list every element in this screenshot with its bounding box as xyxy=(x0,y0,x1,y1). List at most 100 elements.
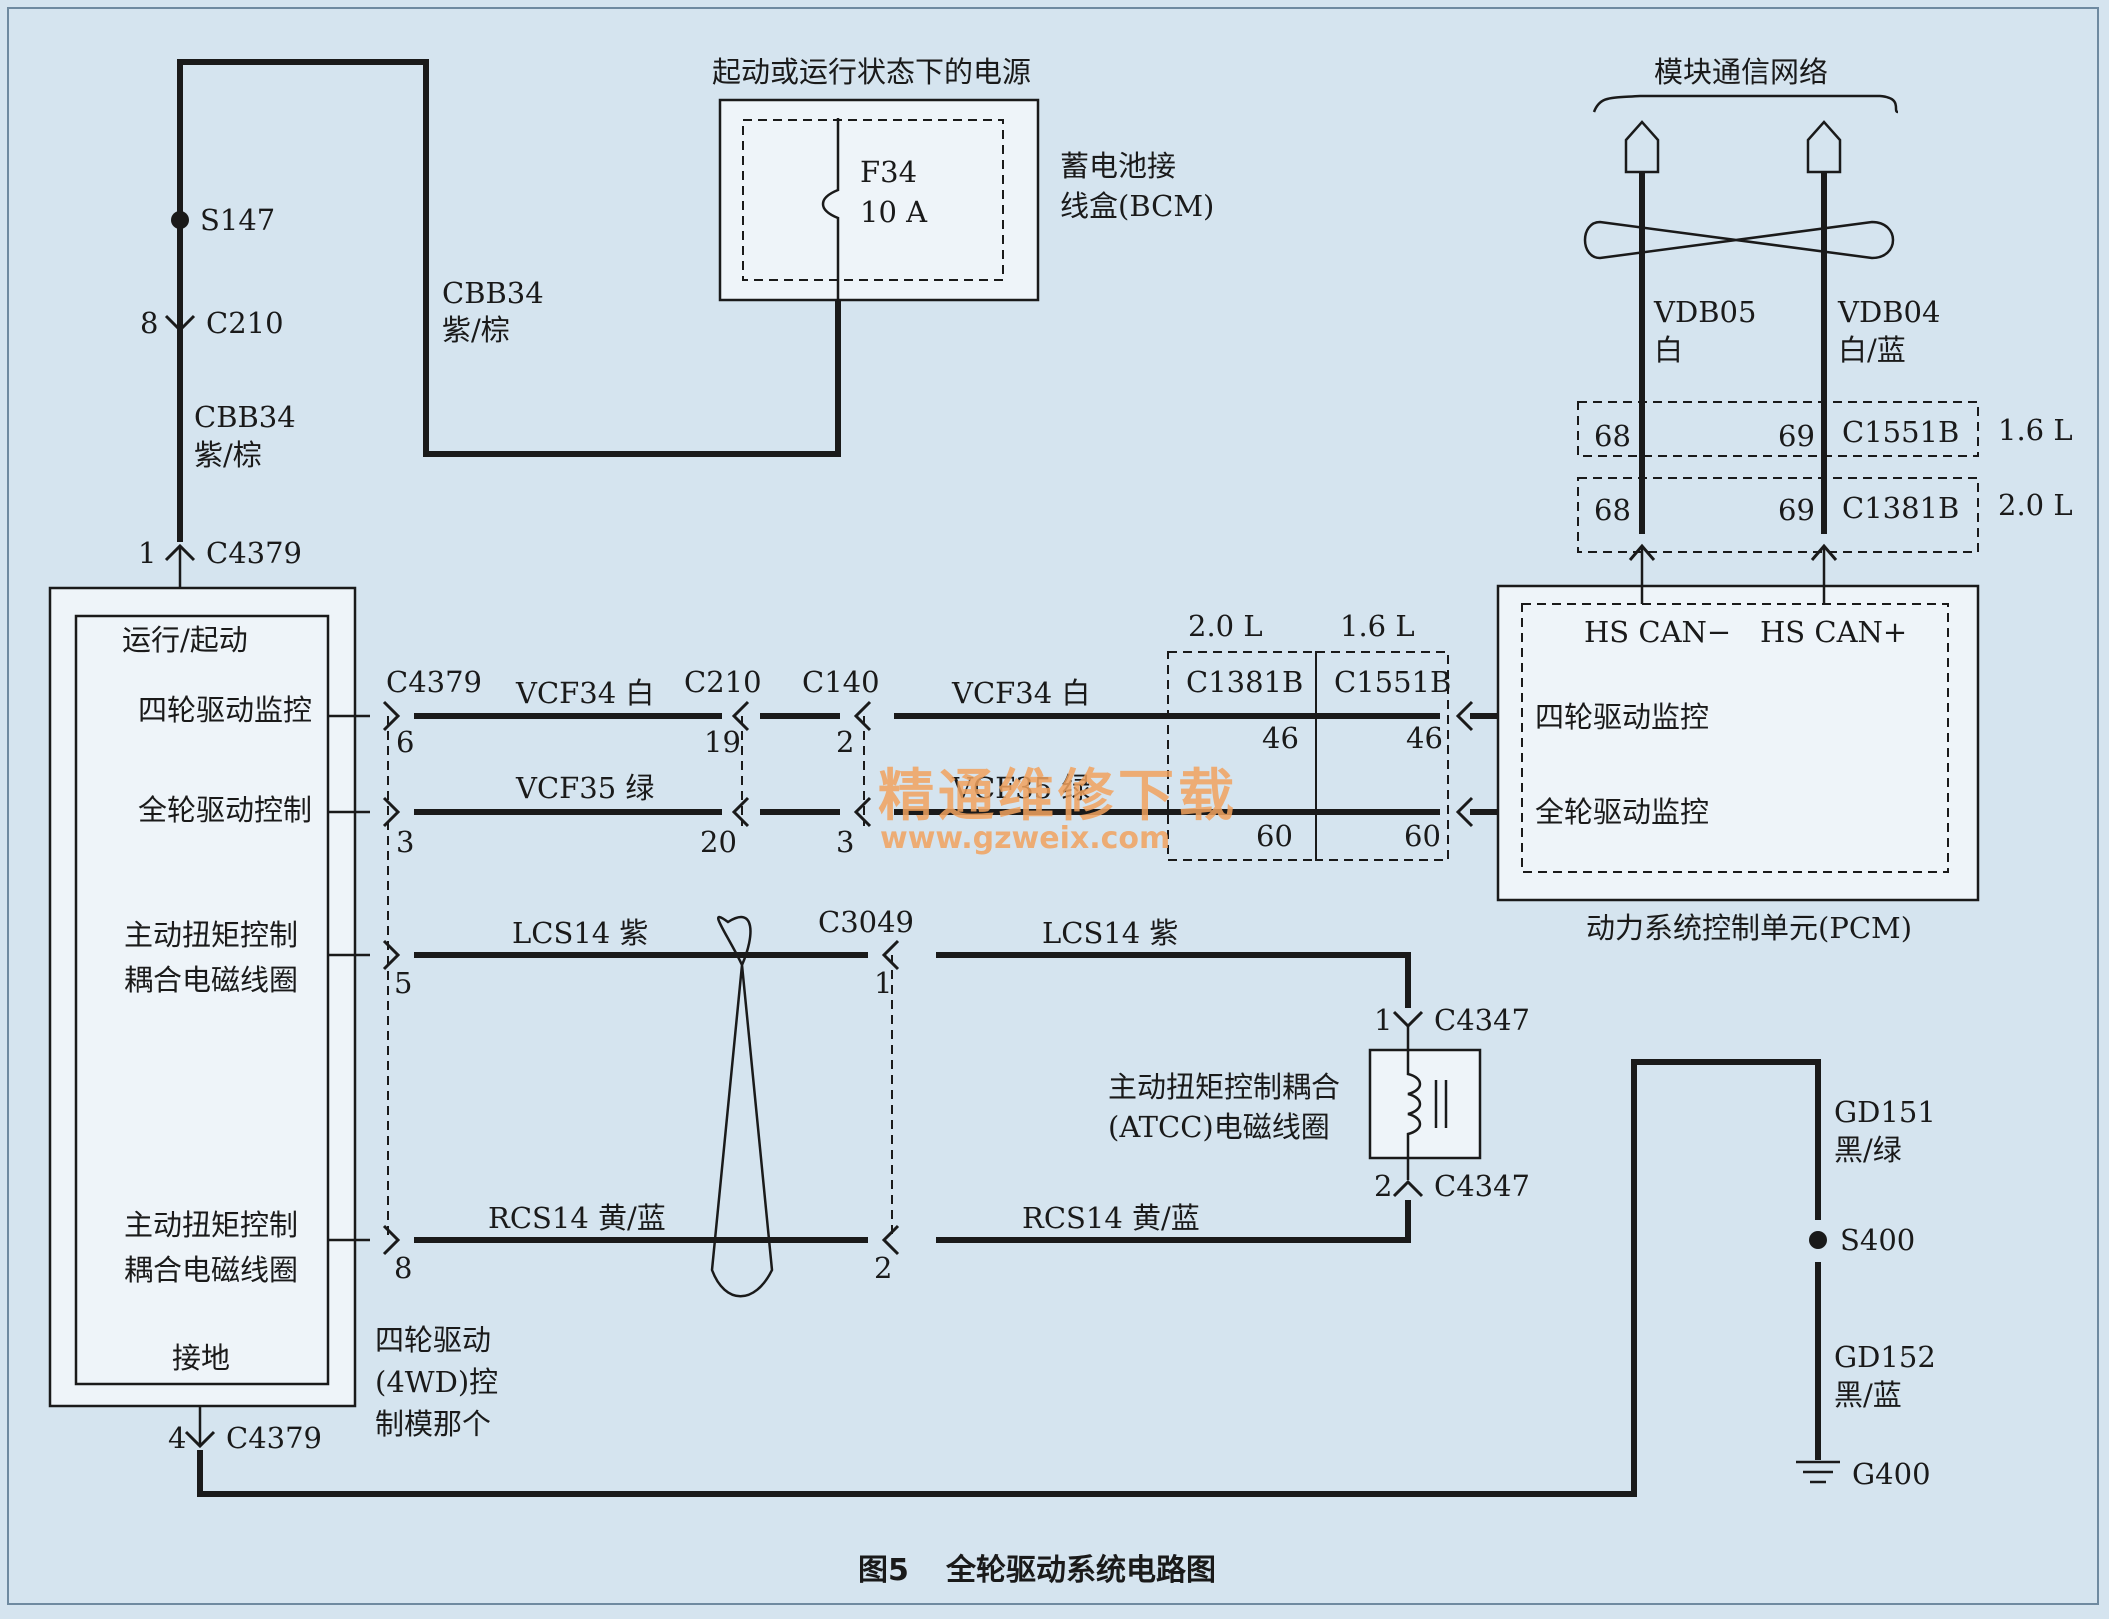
module-4wd-monitor: 四轮驱动监控 xyxy=(138,693,312,727)
pcm-pin-60b: 60 xyxy=(1404,819,1441,853)
vdb05-label: VDB05 xyxy=(1653,295,1756,329)
watermark-url: www.gzweix.com xyxy=(880,821,1170,856)
conn-c4347-pin1 xyxy=(1392,1010,1424,1029)
conn-c4379-pin3 xyxy=(382,796,401,828)
can-pin-69a: 69 xyxy=(1778,419,1815,453)
gd152-label: GD152 xyxy=(1834,1340,1936,1374)
network-brace xyxy=(1592,94,1899,114)
outer-frame xyxy=(7,7,2099,1605)
splice-s400-label: S400 xyxy=(1840,1223,1915,1257)
vdb05-color: 白 xyxy=(1654,333,1683,367)
c1381b-dashed-box xyxy=(1167,651,1317,861)
bcm-label-2: 线盒(BCM) xyxy=(1060,189,1214,223)
vdb04-color: 白/蓝 xyxy=(1838,333,1906,367)
pin-19: 19 xyxy=(704,725,741,759)
c140-top-label: C140 xyxy=(802,665,880,699)
wire-cbb34-color-top: 紫/棕 xyxy=(442,313,510,347)
module-atc-1a: 主动扭矩控制 xyxy=(124,918,298,952)
module-run-start: 运行/起动 xyxy=(122,623,248,657)
conn-c3049-pin1 xyxy=(881,939,900,971)
module-atc-2b: 耦合电磁线圈 xyxy=(124,1253,298,1287)
pcm-eng-20: 2.0 L xyxy=(1188,609,1263,643)
figure-title: 全轮驱动系统电路图 xyxy=(945,1553,1216,1588)
c210-top-label: C210 xyxy=(684,665,762,699)
pin-5: 5 xyxy=(394,966,412,1000)
connector-c210-left xyxy=(164,314,196,333)
conn-c4379-pin6 xyxy=(382,700,401,732)
module-4wd-inner xyxy=(74,614,330,1386)
conn-c210-pin19 xyxy=(731,700,750,732)
gd151-label: GD151 xyxy=(1834,1095,1936,1129)
pin-2a: 2 xyxy=(836,725,854,759)
conn-c4347-pin2 xyxy=(1392,1179,1424,1198)
wire-cbb34-top xyxy=(177,59,841,542)
atcc-name-1: 主动扭矩控制耦合 xyxy=(1108,1070,1340,1104)
pcm-awd-monitor: 全轮驱动监控 xyxy=(1535,795,1709,829)
c210-left-label: C210 xyxy=(206,306,284,340)
splice-s147-dot xyxy=(171,211,189,229)
c4379-pin1-label: C4379 xyxy=(206,536,302,570)
lcs14-left-label: LCS14 紫 xyxy=(512,916,648,950)
fuse-f34-symbol xyxy=(821,118,840,300)
pin-3b: 3 xyxy=(836,825,854,859)
pcm-4wd-monitor: 四轮驱动监控 xyxy=(1535,700,1709,734)
conn-c4379-pin5 xyxy=(382,939,401,971)
wire-rcs14-right xyxy=(936,1200,1411,1243)
fuse-name: F34 xyxy=(860,155,917,189)
can-c1551b: C1551B xyxy=(1842,415,1959,449)
bcm-label-1: 蓄电池接 xyxy=(1060,149,1176,183)
pcm-c1551b: C1551B xyxy=(1334,665,1451,699)
c1551b-dashed-box xyxy=(1315,651,1449,861)
module-awd-control: 全轮驱动控制 xyxy=(138,793,312,827)
twisted-pair-symbol xyxy=(710,915,774,1298)
atcc-name-2: (ATCC)电磁线圈 xyxy=(1108,1110,1330,1144)
bcm-box xyxy=(718,98,1040,302)
c4347-pin1-label: C4347 xyxy=(1434,1003,1530,1037)
module-atc-1b: 耦合电磁线圈 xyxy=(124,963,298,997)
module-name-1: 四轮驱动 xyxy=(375,1323,491,1357)
g400-label: G400 xyxy=(1852,1457,1931,1491)
conn-c210-pin20 xyxy=(731,796,750,828)
pcm-c1381b: C1381B xyxy=(1186,665,1303,699)
rcs14-right-label: RCS14 黄/蓝 xyxy=(1022,1201,1200,1235)
conn-c4379-pin8 xyxy=(382,1224,401,1256)
pin-20: 20 xyxy=(700,825,737,859)
pin-8: 8 xyxy=(394,1251,412,1285)
c210-left-pin: 8 xyxy=(140,306,158,340)
pcm-eng-16: 1.6 L xyxy=(1340,609,1415,643)
pcm-pin-46a: 46 xyxy=(1262,721,1299,755)
conn-pcm-pin60 xyxy=(1455,796,1474,828)
splice-s147-label: S147 xyxy=(200,203,275,237)
fuse-rating: 10 A xyxy=(860,195,928,229)
vcf35-left-label: VCF35 绿 xyxy=(515,771,654,805)
network-label: 模块通信网络 xyxy=(1654,55,1828,89)
pin-3a: 3 xyxy=(396,825,414,859)
gd152-color: 黑/蓝 xyxy=(1834,1378,1902,1412)
can-eng-16: 1.6 L xyxy=(1998,413,2073,447)
module-4wd-outer xyxy=(48,586,357,1408)
vcf34-left-label: VCF34 白 xyxy=(515,676,654,710)
atcc-coil-box xyxy=(1368,1048,1482,1160)
c4347-pin2-number: 2 xyxy=(1374,1169,1392,1203)
wire-cbb34-color-left: 紫/棕 xyxy=(194,438,262,472)
c4379-top-label: C4379 xyxy=(386,665,482,699)
c4347-pin1-number: 1 xyxy=(1374,1003,1392,1037)
wire-ground-main xyxy=(197,1059,1821,1497)
pcm-inner-dashed xyxy=(1521,603,1949,873)
conn-c3049-pin2 xyxy=(881,1224,900,1256)
can-c1551b-dashed xyxy=(1577,401,1979,457)
can-twist-symbol xyxy=(1583,220,1895,260)
pcm-pin-46b: 46 xyxy=(1406,721,1443,755)
c4379-pin1-number: 1 xyxy=(138,536,156,570)
pcm-box xyxy=(1496,584,1980,902)
pcm-hs-can-plus: HS CAN+ xyxy=(1760,615,1907,649)
splice-s400-dot xyxy=(1809,1231,1827,1249)
network-connector-left xyxy=(1624,120,1660,174)
watermark-cn: 精通维修下载 xyxy=(878,763,1238,829)
network-connector-right xyxy=(1806,120,1842,174)
c4379-pin4-number: 4 xyxy=(168,1421,186,1455)
can-pin-68b: 68 xyxy=(1594,493,1631,527)
conn-pcm-pin46 xyxy=(1455,700,1474,732)
conn-c140-pin3 xyxy=(853,796,872,828)
c4347-pin2-label: C4347 xyxy=(1434,1169,1530,1203)
